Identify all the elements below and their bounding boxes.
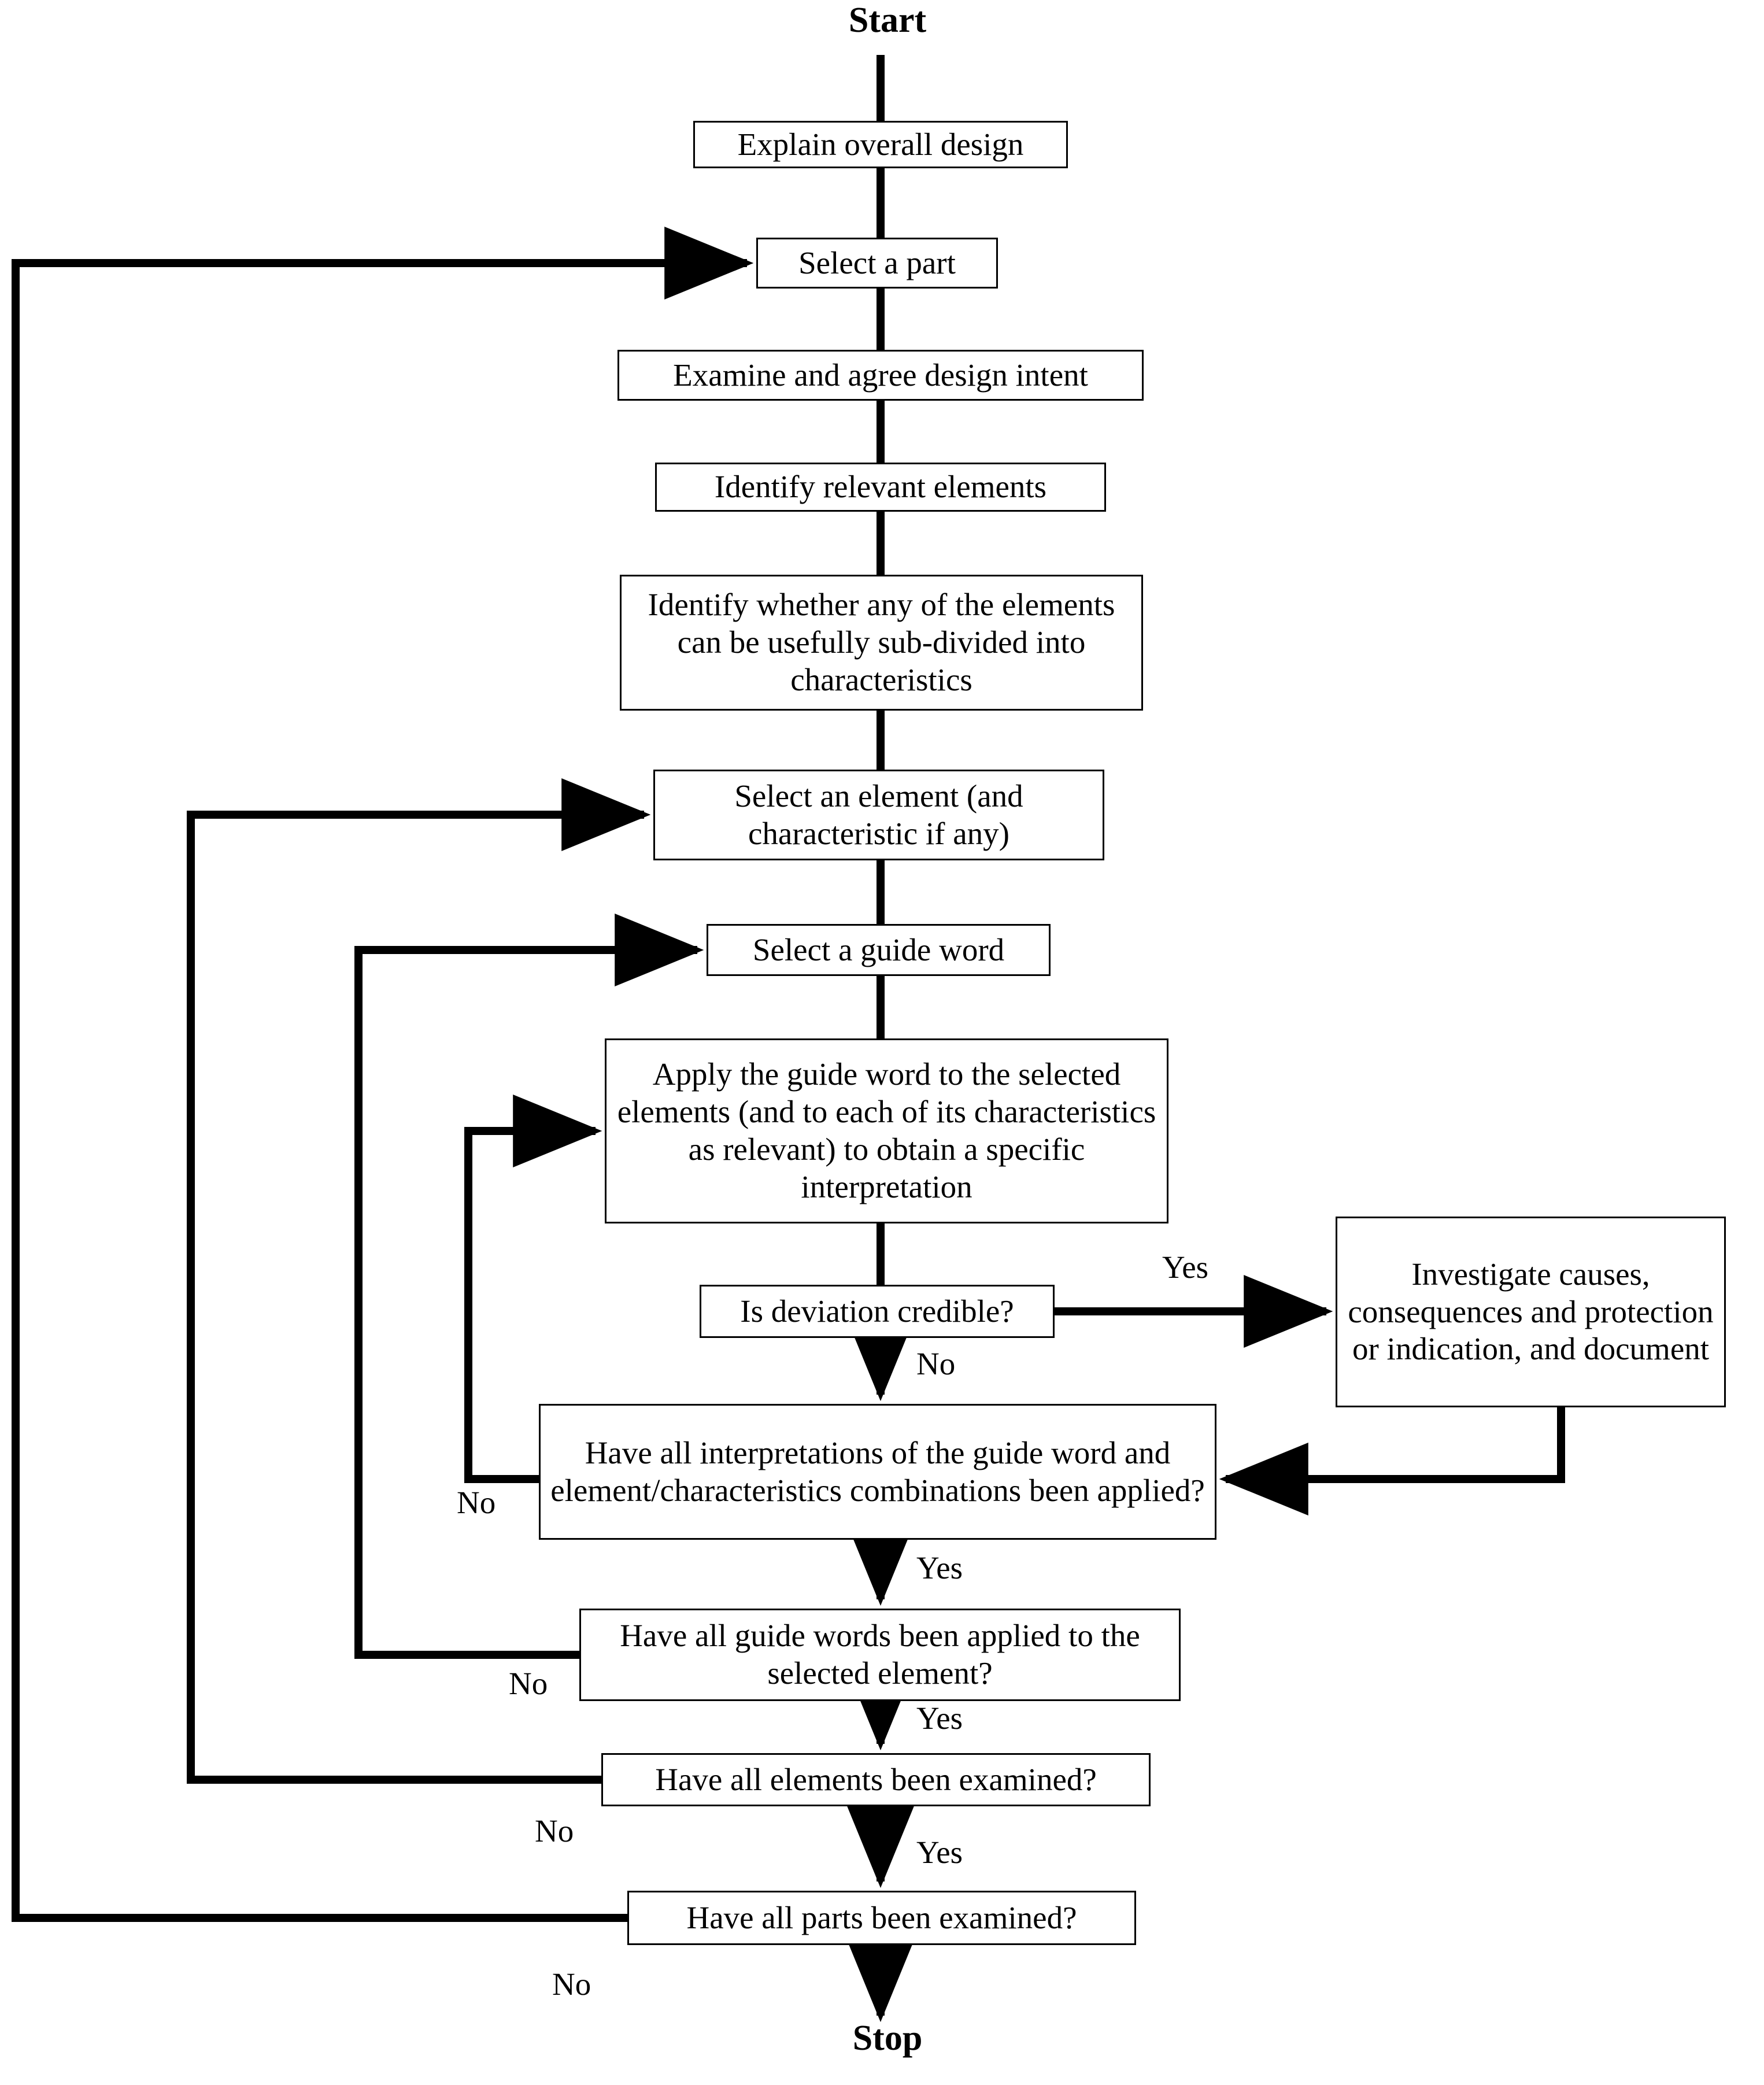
node-all-guide-words-applied[interactable]: Have all guide words been applied to the… — [579, 1609, 1181, 1701]
node-label: Have all elements been examined? — [655, 1761, 1097, 1797]
node-label: Identify whether any of the elements can… — [648, 587, 1115, 697]
edge-label-text: Yes — [916, 1550, 963, 1585]
edge-label-deviation-yes: Yes — [1162, 1249, 1208, 1285]
terminal-stop-label: Stop — [852, 2019, 923, 2058]
node-select-an-element[interactable]: Select an element (and characteristic if… — [653, 770, 1104, 860]
node-identify-subdivision[interactable]: Identify whether any of the elements can… — [620, 575, 1143, 711]
node-label: Have all guide words been applied to the… — [620, 1618, 1140, 1691]
edge-label-all-elements-yes: Yes — [916, 1834, 963, 1870]
edge-allguide-no-loop — [354, 914, 704, 1659]
node-all-parts-examined[interactable]: Have all parts been examined? — [627, 1891, 1136, 1945]
terminal-start: Start — [807, 0, 968, 41]
node-label: Select an element (and characteristic if… — [734, 778, 1023, 851]
edge-label-text: No — [509, 1666, 548, 1701]
node-select-a-guide-word[interactable]: Select a guide word — [707, 924, 1051, 976]
node-select-a-part[interactable]: Select a part — [756, 238, 998, 289]
edge-allinterp-no-loop — [464, 1095, 602, 1483]
node-is-deviation-credible[interactable]: Is deviation credible? — [700, 1285, 1055, 1338]
edge-label-all-parts-no: No — [552, 1966, 591, 2002]
terminal-stop: Stop — [807, 2018, 968, 2059]
node-examine-agree-design-intent[interactable]: Examine and agree design intent — [617, 350, 1144, 401]
node-label: Explain overall design — [737, 126, 1024, 162]
edge-label-all-guide-words-no: No — [509, 1665, 548, 1702]
node-label: Have all interpretations of the guide wo… — [550, 1435, 1205, 1508]
edge-label-all-elements-no: No — [535, 1813, 574, 1849]
edge-label-text: No — [535, 1813, 574, 1849]
edge-allelements-no-loop — [187, 778, 651, 1784]
node-label: Have all parts been examined? — [686, 1899, 1077, 1935]
edge-allparts-no-loop — [12, 227, 754, 1922]
edge-investigate-to-allinterp — [1219, 1407, 1565, 1515]
node-label: Investigate causes, consequences and pro… — [1348, 1256, 1714, 1367]
node-all-interpretations-applied[interactable]: Have all interpretations of the guide wo… — [539, 1404, 1216, 1540]
node-investigate-causes[interactable]: Investigate causes, consequences and pro… — [1336, 1217, 1726, 1407]
terminal-start-label: Start — [848, 1, 927, 40]
edge-label-text: No — [916, 1346, 956, 1381]
node-label: Identify relevant elements — [714, 469, 1047, 505]
edge-label-text: Yes — [1162, 1249, 1209, 1285]
edge-label-text: Yes — [916, 1835, 963, 1870]
node-apply-the-guide-word[interactable]: Apply the guide word to the selected ele… — [605, 1038, 1168, 1223]
node-label: Examine and agree design intent — [673, 357, 1088, 393]
edge-label-all-interpretations-yes: Yes — [916, 1550, 963, 1586]
edge-label-all-interpretations-no: No — [457, 1484, 495, 1521]
edge-label-text: No — [552, 1966, 591, 2002]
edge-label-text: No — [457, 1485, 496, 1520]
edge-label-text: Yes — [916, 1700, 963, 1736]
node-label: Apply the guide word to the selected ele… — [617, 1056, 1156, 1204]
node-all-elements-examined[interactable]: Have all elements been examined? — [601, 1753, 1151, 1806]
node-label: Select a guide word — [752, 931, 1005, 967]
edge-label-all-guide-words-yes: Yes — [916, 1700, 963, 1736]
edge-label-deviation-no: No — [916, 1345, 955, 1382]
node-label: Is deviation credible? — [740, 1293, 1014, 1329]
node-identify-relevant-elements[interactable]: Identify relevant elements — [655, 463, 1106, 512]
node-label: Select a part — [798, 245, 956, 280]
node-explain-overall-design[interactable]: Explain overall design — [693, 121, 1068, 168]
